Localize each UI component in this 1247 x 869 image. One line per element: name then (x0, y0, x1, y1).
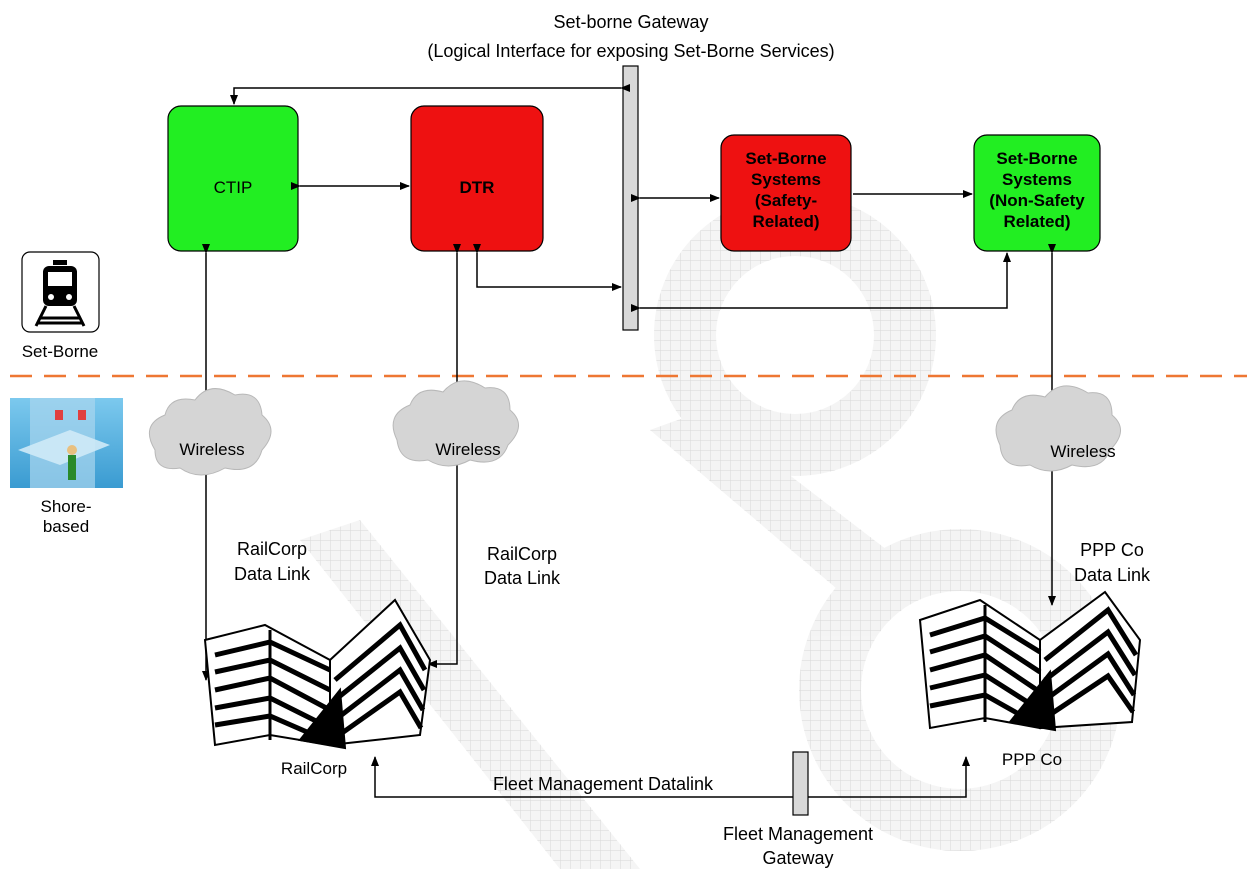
fleet-link-railcorp (371, 756, 793, 798)
cloud-icon-left (148, 388, 272, 476)
train-icon (21, 251, 100, 333)
railcorp-link-label-2a: RailCorp (487, 544, 557, 564)
building-icon-railcorp (203, 598, 432, 750)
railcorp-site-label: RailCorp (281, 759, 347, 778)
railcorp-link-label-1b: Data Link (234, 564, 311, 584)
wireless-label-right: Wireless (1050, 442, 1115, 461)
dtr-gateway-connector (473, 244, 622, 291)
dtr-box: DTR (410, 105, 544, 252)
gateway-nonsafety-connector (631, 252, 1011, 312)
shore-zone-label-1: Shore- (40, 497, 91, 516)
safety-line1: Set-Borne (745, 149, 826, 168)
dtr-label: DTR (460, 178, 495, 197)
fleet-datalink-label: Fleet Management Datalink (493, 774, 714, 794)
ppp-link-label-b: Data Link (1074, 565, 1151, 585)
nonsafety-line3: (Non-Safety (989, 191, 1085, 210)
gateway-title: Set-borne Gateway (553, 12, 708, 32)
wireless-label-left: Wireless (179, 440, 244, 459)
fleet-link (371, 756, 970, 798)
ctip-gateway-connector (230, 84, 630, 105)
pppco-site-label: PPP Co (1002, 750, 1062, 769)
ctip-box: CTIP (167, 105, 299, 252)
fleet-gateway-label-1: Fleet Management (723, 824, 873, 844)
set-borne-connectors (230, 84, 1011, 312)
shore-office-icon (10, 398, 123, 488)
ppp-link-label-a: PPP Co (1080, 540, 1144, 560)
set-borne-gateway-bar (622, 65, 639, 331)
railcorp-link-label-2b: Data Link (484, 568, 561, 588)
gateway-subtitle: (Logical Interface for exposing Set-Born… (427, 41, 834, 61)
non-safety-systems-box: Set-Borne Systems (Non-Safety Related) (973, 134, 1101, 252)
railcorp-link-label-1a: RailCorp (237, 539, 307, 559)
watermark (300, 194, 1121, 869)
building-icon-pppco (918, 590, 1142, 732)
nonsafety-line4: Related) (1003, 212, 1070, 231)
ctip-label: CTIP (214, 178, 253, 197)
shore-zone-label-2: based (43, 517, 89, 536)
nonsafety-line2: Systems (1002, 170, 1072, 189)
cloud-icon-middle (392, 380, 519, 467)
wireless-label-middle: Wireless (435, 440, 500, 459)
fleet-link-pppco (808, 756, 970, 798)
safety-line2: Systems (751, 170, 821, 189)
nonsafety-line1: Set-Borne (996, 149, 1077, 168)
fleet-management-gateway-bar (792, 751, 809, 816)
safety-line4: Related) (752, 212, 819, 231)
cloud-icon-right (995, 385, 1121, 472)
safety-systems-box: Set-Borne Systems (Safety- Related) (720, 134, 852, 252)
safety-line3: (Safety- (755, 191, 817, 210)
fleet-gateway-label-2: Gateway (762, 848, 833, 868)
set-borne-zone-label: Set-Borne (22, 342, 99, 361)
